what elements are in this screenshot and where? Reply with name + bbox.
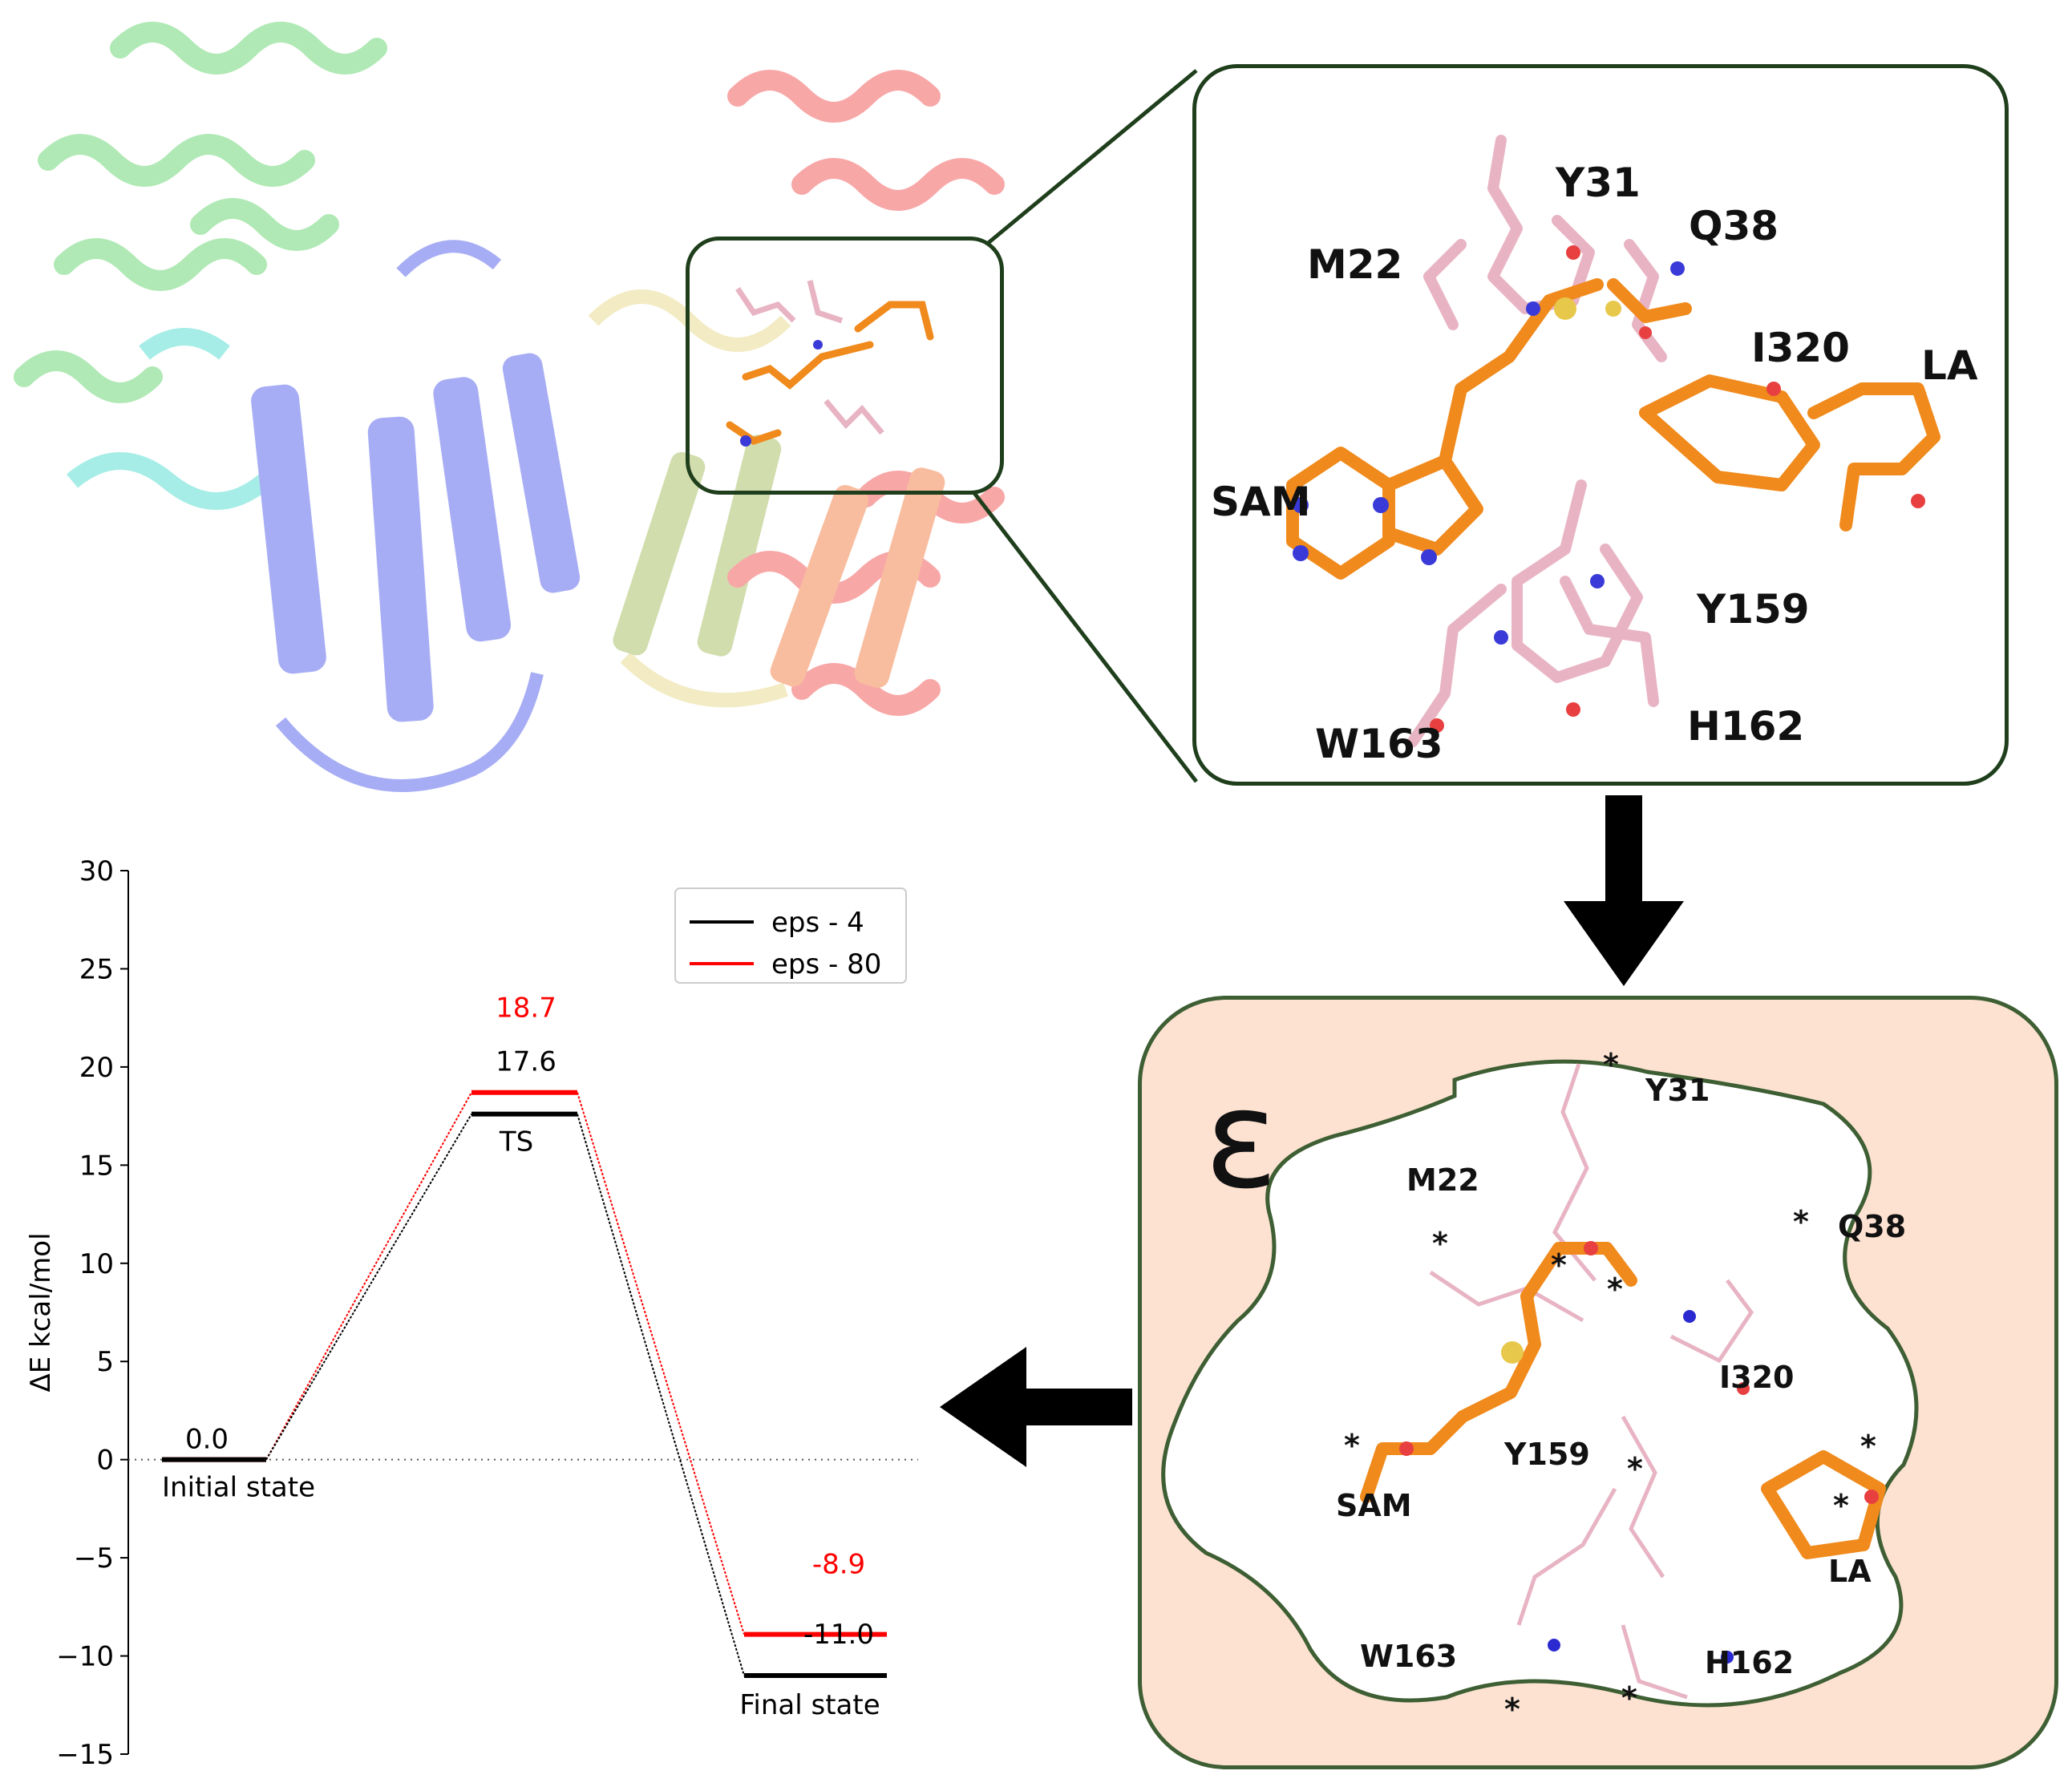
y-tick-label: −10 (56, 1641, 114, 1673)
qm-star-marker: * (1432, 1226, 1448, 1261)
state-label-final: Final state (739, 1689, 880, 1721)
label-q38: Q38 (1689, 203, 1779, 249)
value-label: 18.7 (496, 993, 556, 1025)
connector-eps-80 (265, 1092, 472, 1461)
y-axis-label: ΔE kcal/mol (25, 1232, 57, 1392)
connector-eps-4 (265, 1114, 472, 1461)
value-label: -11.0 (803, 1619, 874, 1651)
eps-label-la: LA (1828, 1554, 1872, 1589)
chart-levels (162, 1090, 887, 1679)
eps-label-y31: Y31 (1645, 1073, 1710, 1108)
dielectric-environment-panel: ε Y31 M22 Q38 I320 Y159 SAM LA W163 H162… (1138, 996, 2058, 1769)
energy-profile-chart: −15 −10 −5 0 5 10 15 20 25 30 ΔE kcal/mol 0.0 17.6 1… (25, 855, 918, 1771)
qm-star-marker: * (1621, 1680, 1637, 1716)
active-site-miniature (726, 280, 934, 447)
eps-label-y159: Y159 (1504, 1437, 1590, 1472)
protein-structure (14, 22, 1005, 792)
y-tick-label: −15 (56, 1739, 114, 1771)
zoom-connector-lines (973, 69, 1198, 783)
chart-labels: 0.0 17.6 18.7 -11.0 -8.9 Initial state TS Final… (162, 993, 880, 1721)
qm-star-marker: * (1603, 1047, 1619, 1082)
qm-star-marker: * (1793, 1204, 1809, 1239)
label-y31: Y31 (1556, 160, 1641, 206)
y-tick-label: 25 (79, 953, 114, 985)
epsilon-symbol: ε (1204, 1061, 1278, 1219)
eps-label-m22: M22 (1406, 1162, 1479, 1198)
state-label-initial: Initial state (162, 1472, 315, 1504)
eps-label-w163: W163 (1360, 1639, 1458, 1674)
qm-star-marker: * (1627, 1451, 1643, 1486)
connector-eps-4 (577, 1114, 745, 1676)
connector-eps-80 (577, 1092, 745, 1635)
value-label: -8.9 (812, 1549, 865, 1581)
y-tick-label: 20 (79, 1052, 114, 1084)
qm-star-marker: * (1344, 1428, 1360, 1463)
y-tick-label: 10 (79, 1248, 114, 1280)
qm-star-marker: * (1860, 1429, 1876, 1464)
label-m22: M22 (1307, 241, 1403, 288)
label-h162: H162 (1687, 703, 1805, 750)
y-tick-label: 30 (79, 855, 114, 887)
qm-star-marker: * (1504, 1692, 1520, 1727)
eps-label-h162: H162 (1705, 1645, 1795, 1680)
y-tick-label: 0 (96, 1445, 114, 1477)
qm-star-marker: * (1551, 1247, 1567, 1283)
chart-legend: eps - 4 eps - 80 (674, 887, 907, 984)
active-site-zoom-panel: Y31 Q38 M22 I320 LA SAM Y159 H162 W163 (1192, 64, 2009, 786)
label-sam: SAM (1211, 479, 1311, 525)
y-tick-label: 15 (79, 1150, 114, 1182)
legend-box (674, 887, 907, 984)
qm-region-drawing (1161, 1059, 1919, 1708)
value-label: 17.6 (496, 1046, 556, 1078)
y-tick-label: −5 (74, 1542, 114, 1575)
active-site-residues-drawing (1286, 135, 1940, 747)
chart-axes: −15 −10 −5 0 5 10 15 20 25 30 ΔE kcal/mol (25, 855, 918, 1771)
qm-star-marker: * (1607, 1271, 1623, 1307)
label-w163: W163 (1315, 721, 1443, 767)
label-la: LA (1921, 342, 1978, 389)
state-label-ts: TS (499, 1126, 533, 1158)
active-site-highlight-box (686, 237, 1004, 495)
legend-entry: eps - 4 (771, 907, 864, 939)
eps-label-q38: Q38 (1838, 1209, 1907, 1244)
left-arrow (940, 1347, 1132, 1467)
label-y159: Y159 (1697, 586, 1810, 633)
qm-star-marker: * (1833, 1488, 1849, 1523)
value-label: 0.0 (185, 1424, 229, 1456)
label-i320: I320 (1751, 325, 1850, 371)
eps-label-sam: SAM (1336, 1488, 1412, 1523)
eps-label-i320: I320 (1719, 1360, 1795, 1395)
down-arrow (1564, 795, 1684, 986)
y-tick-label: 5 (96, 1346, 114, 1378)
legend-entry: eps - 80 (771, 948, 881, 980)
